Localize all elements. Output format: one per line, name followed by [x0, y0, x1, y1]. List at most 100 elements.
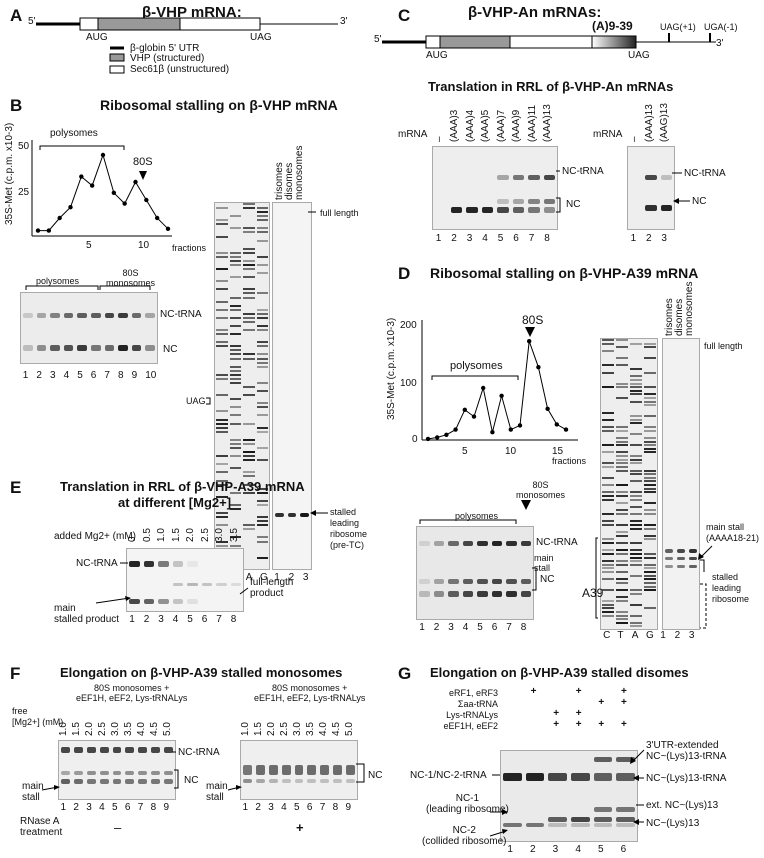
lane-number: 3 — [466, 233, 473, 244]
d-gel-ticks — [532, 567, 537, 591]
c-five: 5' — [374, 34, 382, 45]
lane-number: 6 — [306, 802, 313, 813]
gel-band — [112, 779, 122, 784]
ladder-band — [229, 215, 241, 218]
gel-band — [689, 549, 697, 553]
ladder-band — [256, 231, 268, 234]
gel-band — [333, 779, 343, 783]
lane-number: 1 — [242, 802, 248, 813]
ladder-band — [630, 462, 642, 465]
ladder-band — [644, 578, 656, 581]
b-seq-arrows — [206, 211, 328, 516]
lane-number: 2 — [646, 233, 652, 244]
gel-band — [677, 557, 685, 560]
ladder-band — [256, 520, 268, 523]
f-nc: NC — [184, 775, 199, 786]
ladder-band — [243, 247, 255, 250]
c-mrna1: mRNA — [398, 129, 428, 140]
ladder-band — [644, 342, 656, 345]
ladder-band — [229, 369, 241, 372]
gel-band — [593, 817, 613, 822]
ladder-band — [644, 415, 656, 418]
gel-band — [86, 747, 96, 753]
ladder-band — [216, 235, 228, 238]
ladder-band — [644, 400, 656, 403]
ladder-band — [630, 389, 642, 392]
gel-band — [158, 561, 169, 567]
five-prime: 5' — [28, 16, 36, 27]
ladder-band — [243, 438, 255, 441]
gel-band — [616, 823, 635, 827]
gel-band — [571, 823, 590, 827]
ladder-band — [630, 520, 642, 523]
gel-band — [333, 765, 343, 775]
ladder-band — [602, 339, 614, 341]
gel-band — [645, 205, 657, 211]
c-gel-2 — [627, 146, 675, 230]
ladder-band — [602, 444, 614, 447]
c-uag1: UAG(+1) — [660, 22, 696, 32]
lane-number: 3 — [158, 614, 164, 625]
lane-number: 5 — [294, 802, 300, 813]
gel-band — [201, 583, 212, 586]
ladder-band — [229, 304, 241, 307]
d-xtick-5: 5 — [462, 446, 468, 457]
ladder-band — [256, 329, 268, 332]
ladder-band — [644, 480, 656, 483]
panel-d-chart — [421, 320, 578, 442]
ladder-band — [243, 442, 255, 445]
ladder-band — [602, 578, 614, 581]
gel-band — [151, 747, 161, 753]
ladder-band — [630, 621, 642, 624]
d-chart-point — [508, 427, 513, 432]
d-main-stall: main stall — [534, 553, 554, 573]
lane-number: 6 — [620, 844, 627, 855]
ladder-band — [216, 300, 228, 303]
d-chart-point — [536, 365, 541, 370]
ladder-band — [243, 329, 255, 332]
lane-number: 1 — [22, 370, 29, 381]
ladder-band — [243, 296, 255, 299]
gel-band — [503, 773, 522, 781]
ladder-band — [256, 540, 268, 543]
ladder-band — [602, 342, 614, 345]
ladder-band — [602, 603, 614, 606]
lane-number: 1 — [435, 233, 442, 244]
ladder-band — [644, 447, 656, 450]
ladder-band — [229, 422, 241, 425]
g-plus-mark: + — [575, 686, 582, 697]
ladder-band — [602, 607, 614, 610]
panel-c-label: C — [398, 6, 411, 25]
ladder-band — [630, 480, 642, 483]
legend-sec61: Sec61β (unstructured) — [130, 64, 230, 75]
ladder-band — [229, 264, 241, 266]
c-marks — [556, 170, 690, 213]
d-chart-point — [425, 436, 431, 442]
ladder-band — [616, 549, 628, 552]
ladder-band — [602, 560, 614, 563]
gel-band — [151, 779, 161, 784]
ladder-band — [216, 516, 228, 519]
ladder-band — [256, 430, 268, 433]
ladder-band — [229, 544, 241, 547]
gel-band — [450, 207, 462, 213]
gel-band — [433, 579, 444, 584]
gel-band — [497, 207, 509, 213]
lane-number: 3 — [661, 233, 667, 244]
gel-band — [104, 345, 115, 351]
f-minus: – — [114, 820, 122, 835]
ladder-band — [630, 378, 642, 381]
ladder-band — [256, 499, 268, 502]
ladder-band — [216, 333, 228, 336]
ladder-band — [229, 251, 241, 254]
g-plus-mark: + — [530, 686, 537, 697]
ladder-band — [229, 406, 241, 409]
b-stalled: stalled leading ribosome (pre-TC) — [330, 507, 368, 550]
ladder-band — [630, 523, 642, 526]
ladder-band — [216, 345, 228, 348]
ladder-band — [616, 458, 628, 461]
ladder-band — [229, 345, 241, 348]
gel-band — [506, 591, 517, 597]
gel-band — [73, 779, 83, 784]
